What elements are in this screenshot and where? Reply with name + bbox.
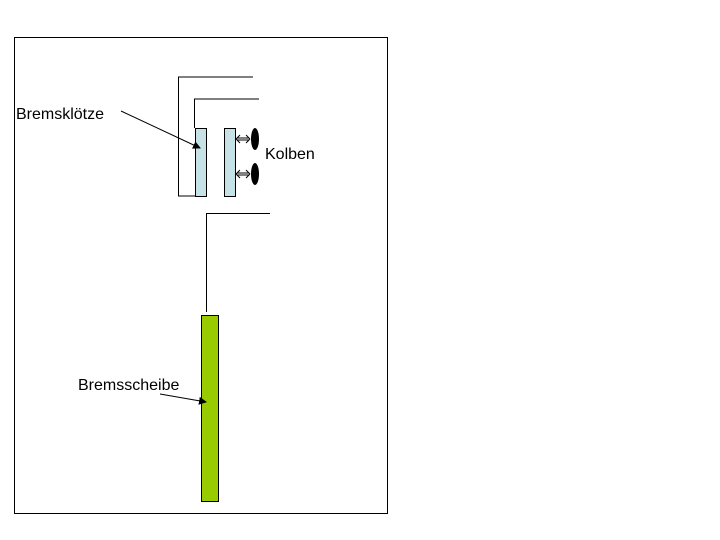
caliper-housing-outer	[178, 76, 253, 197]
caliper-housing-inner	[194, 98, 259, 128]
piston-lower	[251, 163, 259, 185]
piston-upper	[251, 128, 259, 150]
brake-disc	[201, 315, 219, 502]
brake-pad-right	[224, 128, 236, 197]
brake-pads-label: Bremsklötze	[16, 106, 105, 123]
brake-disc-leader-line	[159, 393, 207, 405]
brake-disc-label: Bremsscheibe	[78, 377, 180, 394]
outer-frame	[14, 37, 388, 514]
brake-pads-leader-line	[120, 110, 201, 149]
piston-arrow-upper	[235, 134, 251, 144]
brake-pad-left	[195, 128, 207, 197]
pistons-label: Kolben	[265, 146, 315, 163]
piston-arrow-lower	[235, 169, 251, 179]
disc-connector-line	[206, 213, 270, 312]
